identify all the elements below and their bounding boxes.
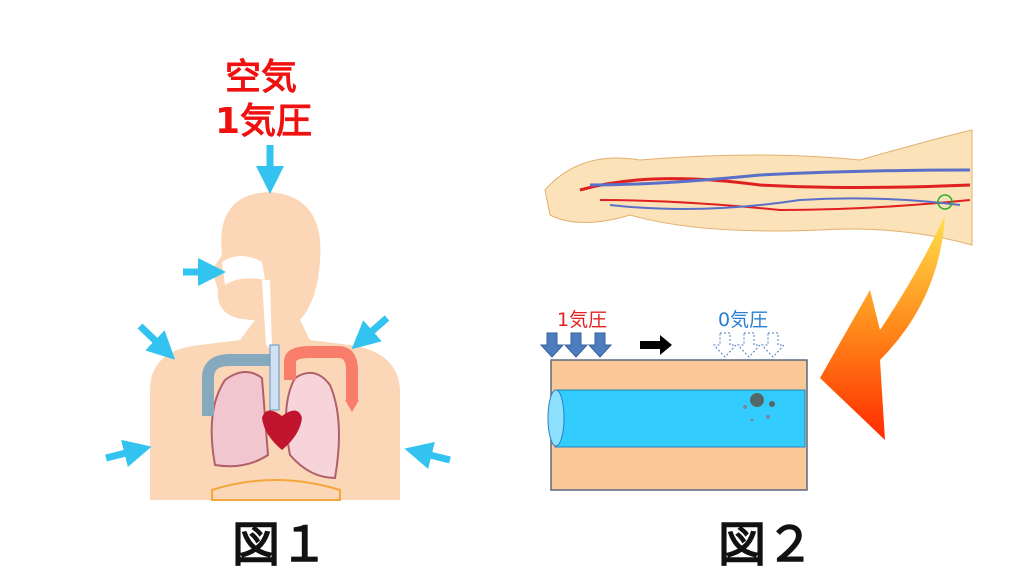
zero-pressure-label: 0気圧 bbox=[718, 309, 769, 331]
pressure-arrows-dashed bbox=[712, 332, 786, 358]
heart bbox=[262, 410, 302, 450]
high-pressure-label: 1気圧 bbox=[557, 309, 608, 331]
blood-vessel-cross-section bbox=[547, 359, 808, 491]
zoom-curved-arrow bbox=[820, 215, 945, 440]
arm-illustration bbox=[544, 129, 973, 246]
highlight-circle bbox=[937, 194, 953, 210]
artery-arc bbox=[284, 346, 358, 400]
vein-arc bbox=[202, 354, 270, 416]
arrow-diag-icon bbox=[137, 323, 176, 360]
gas-bubble bbox=[750, 393, 764, 407]
pressure-arrows-solid bbox=[539, 332, 613, 358]
arrow-right-icon bbox=[640, 335, 672, 355]
air-pressure-arrows bbox=[105, 145, 451, 469]
figure-2-caption: 図２ bbox=[718, 517, 815, 573]
trachea bbox=[269, 344, 280, 411]
diaphragm bbox=[211, 479, 341, 501]
figure-1-caption: 図１ bbox=[232, 517, 329, 573]
lungs bbox=[210, 371, 340, 480]
arrow-right-icon bbox=[105, 439, 152, 467]
arrow-diag-icon bbox=[351, 315, 390, 350]
arrow-left-icon bbox=[404, 441, 451, 469]
air-label: 空気 bbox=[225, 57, 298, 98]
pressure-label: 1気圧 bbox=[215, 101, 313, 142]
